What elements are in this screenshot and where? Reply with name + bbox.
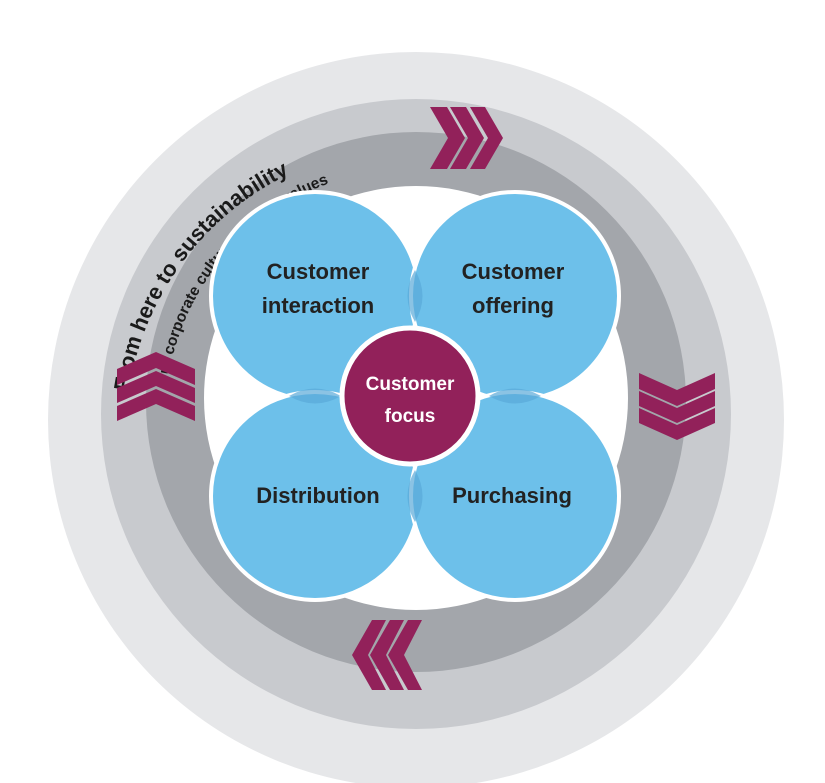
petal-overlap (289, 388, 341, 404)
petals (209, 190, 621, 602)
petal-label-purchasing: Purchasing (452, 483, 572, 508)
petal-label-interaction-1: Customer (267, 259, 370, 284)
petal-overlap (407, 270, 423, 322)
center-circle (339, 325, 481, 467)
petal-label-interaction-2: interaction (262, 293, 374, 318)
petal-label-distribution: Distribution (256, 483, 379, 508)
chevron-up-icon (117, 352, 195, 421)
petal-label-offering-1: Customer (462, 259, 565, 284)
petal-label-offering-2: offering (472, 293, 554, 318)
center-label-1: Customer (366, 374, 455, 395)
petal-overlap (407, 470, 423, 522)
center-label-2: focus (385, 406, 436, 427)
petal-overlap (489, 388, 541, 404)
chevron-down-icon (639, 373, 715, 440)
chevron-right-icon (430, 107, 503, 169)
chevron-left-icon (352, 620, 422, 690)
